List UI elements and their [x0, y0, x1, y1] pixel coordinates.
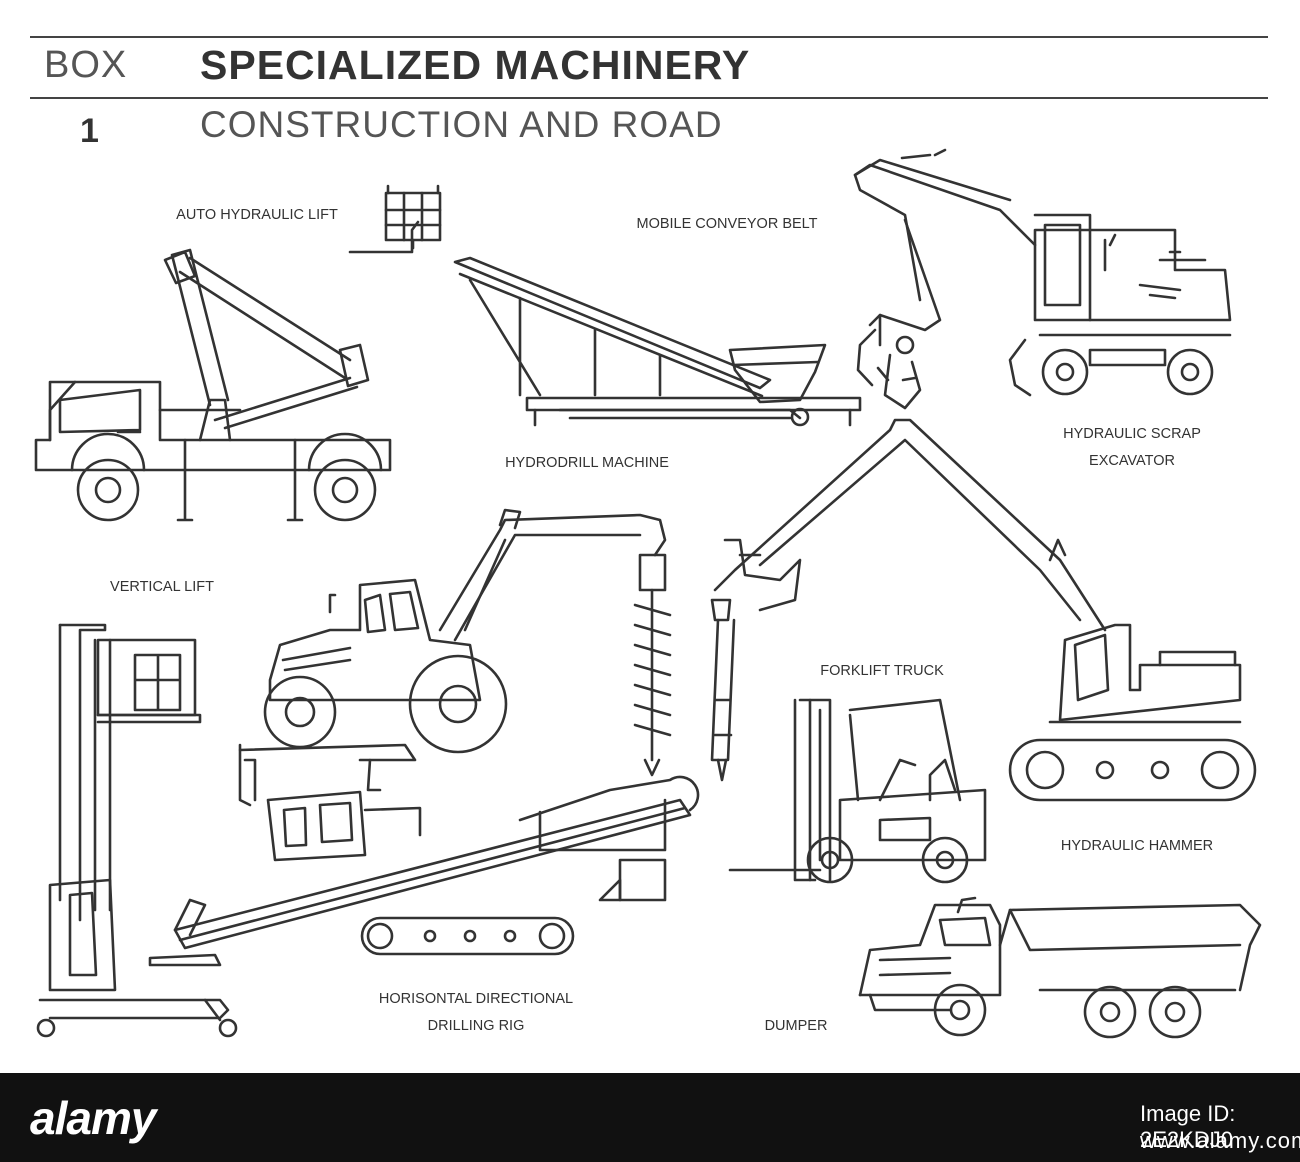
label-hydraulic-hammer: HYDRAULIC HAMMER [1060, 838, 1214, 854]
machinery-illustrations [34, 148, 1262, 1039]
forklift-truck-icon [728, 698, 987, 884]
label-hydraulic-scrap-excavator-line2: EXCAVATOR [1089, 453, 1175, 469]
hydrodrill-machine-icon [263, 508, 672, 777]
auto-hydraulic-lift-icon [34, 184, 442, 522]
vertical-lift-icon [36, 623, 238, 1038]
image-id: Image ID: 2E2KDJ0 [1140, 1101, 1236, 1152]
alamy-logo[interactable]: alamy [30, 1092, 156, 1144]
box-label: BOX [44, 44, 128, 86]
label-auto-hydraulic-lift: AUTO HYDRAULIC LIFT [176, 207, 338, 223]
page-title: SPECIALIZED MACHINERY [200, 42, 751, 88]
hydraulic-scrap-excavator-icon [853, 148, 1232, 410]
label-horizontal-drilling-rig-line2: DRILLING RIG [427, 1018, 525, 1034]
hydraulic-hammer-icon [710, 418, 1257, 802]
label-hydrodrill-machine: HYDRODRILL MACHINE [505, 455, 669, 471]
footer-bar: alamy Image ID: 2E2KDJ0 www.alamy.com [0, 1073, 1300, 1162]
box-number: 1 [80, 112, 99, 150]
label-mobile-conveyor-belt: MOBILE CONVEYOR BELT [636, 216, 818, 232]
label-hydraulic-scrap-excavator-line1: HYDRAULIC SCRAP [1063, 426, 1201, 442]
label-vertical-lift: VERTICAL LIFT [110, 579, 214, 595]
dumper-icon [858, 896, 1262, 1039]
label-dumper: DUMPER [764, 1018, 828, 1034]
horizontal-drilling-rig-icon [148, 743, 700, 967]
mobile-conveyor-belt-icon [453, 256, 862, 427]
top-divider [30, 36, 1268, 38]
footer-url[interactable]: www.alamy.com [1140, 1128, 1300, 1153]
middle-divider [30, 97, 1268, 99]
label-forklift-truck: FORKLIFT TRUCK [820, 663, 944, 679]
page-subtitle: CONSTRUCTION AND ROAD [200, 104, 723, 145]
label-horizontal-drilling-rig-line1: HORISONTAL DIRECTIONAL [378, 991, 574, 1007]
